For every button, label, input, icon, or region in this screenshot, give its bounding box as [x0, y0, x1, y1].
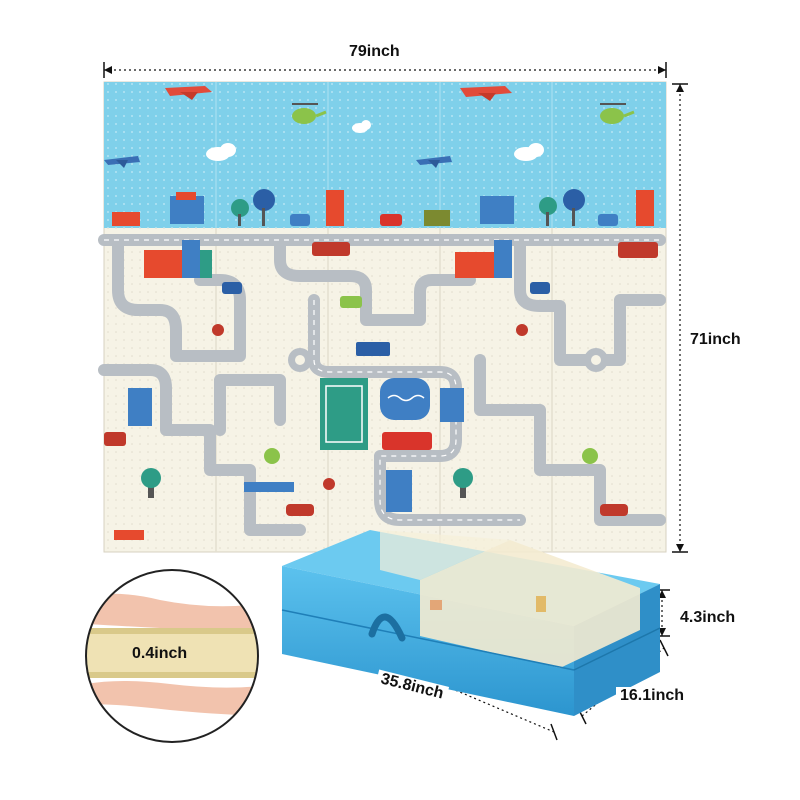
storage-bag	[281, 530, 661, 716]
helicopter-icon	[600, 103, 635, 124]
folded-depth-label: 16.1inch	[616, 687, 689, 705]
height-dimension-label: 71inch	[686, 331, 745, 349]
bag-handle	[368, 613, 406, 642]
folded-height-label: 4.3inch	[676, 609, 740, 627]
skyline	[112, 189, 654, 226]
plane-icon	[165, 86, 212, 100]
thickness-label: 0.4inch	[128, 645, 192, 663]
play-mat	[98, 81, 667, 553]
finger-shape	[86, 593, 258, 629]
cloud-icon	[206, 120, 544, 161]
plane-icon	[104, 156, 140, 168]
bag-window	[420, 540, 640, 668]
plane-icon	[460, 86, 512, 101]
dimension-lines	[104, 69, 681, 733]
helicopter-icon	[292, 103, 327, 124]
plane-icon	[416, 156, 452, 168]
city-details	[104, 240, 658, 540]
width-dimension-label: 79inch	[345, 43, 404, 61]
